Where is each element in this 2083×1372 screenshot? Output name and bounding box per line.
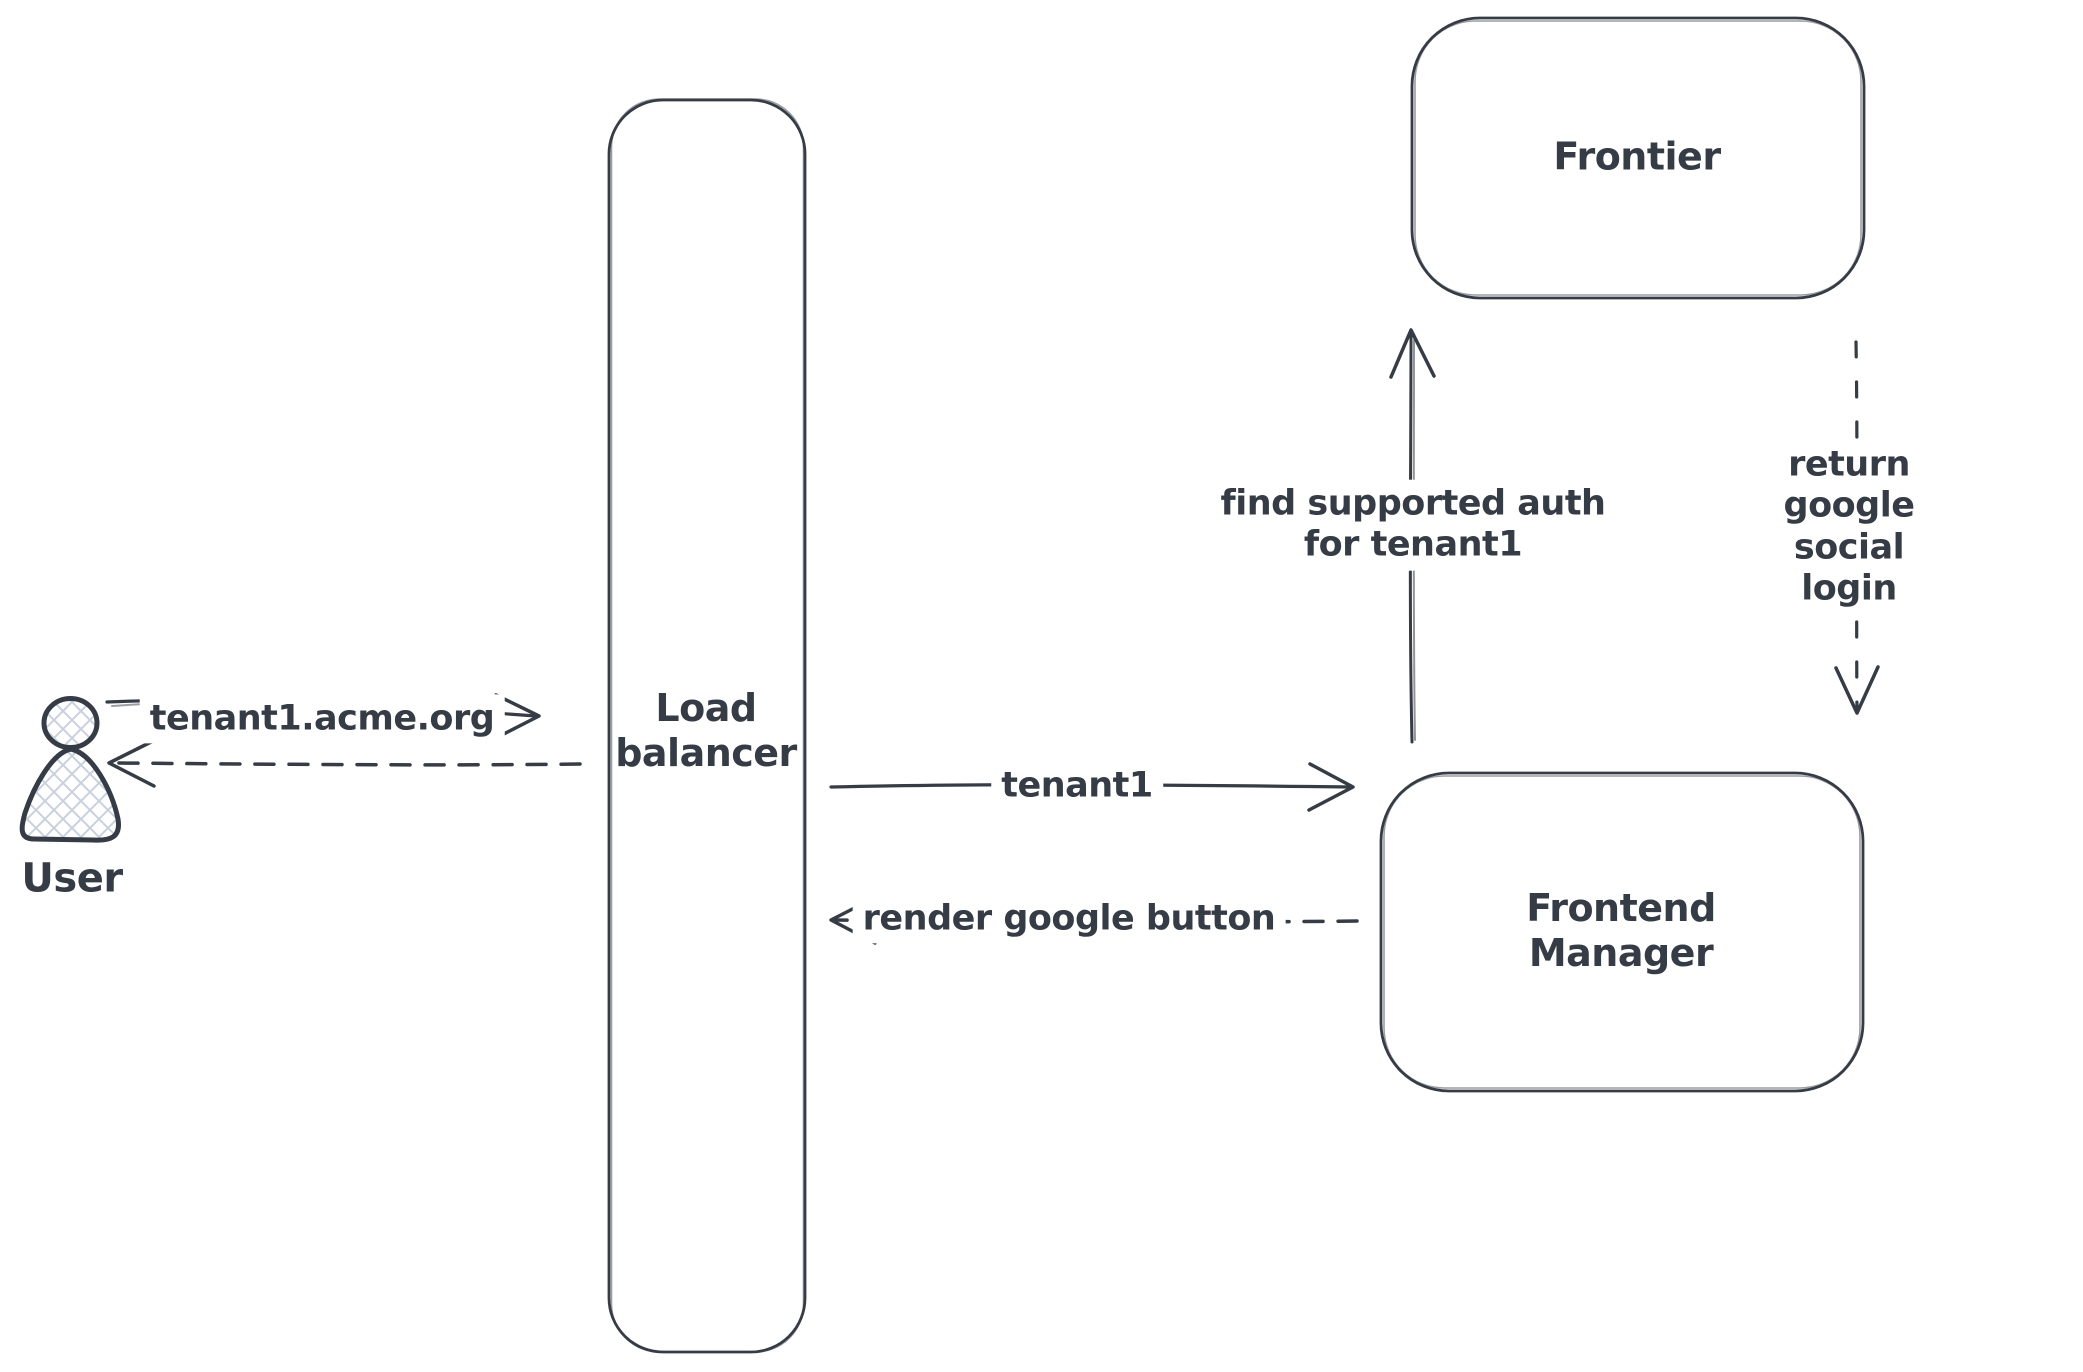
user-person-icon [19,696,122,843]
load-balancer-node [607,98,807,1354]
frontier-node [1410,16,1866,300]
edge-label-tenant1: tenant1 [991,761,1163,811]
frontier-label: Frontier [1553,134,1721,179]
edge-label-find-supported-auth: find supported auth for tenant1 [1210,479,1616,571]
frontend-manager-label: Frontend Manager [1526,886,1716,975]
arrow-frontier-to-frontend-manager [1834,340,1880,715]
edge-label-tenant1-acme-org: tenant1.acme.org [139,694,505,744]
arrow-load-balancer-to-user [107,739,582,788]
edge-label-render-google-button: render google button [852,894,1286,944]
load-balancer-label: Load balancer [615,686,797,775]
edge-label-return-google-social-login: return google social login [1732,440,1966,614]
frontend-manager-node [1379,771,1865,1093]
user-label: User [21,855,123,902]
